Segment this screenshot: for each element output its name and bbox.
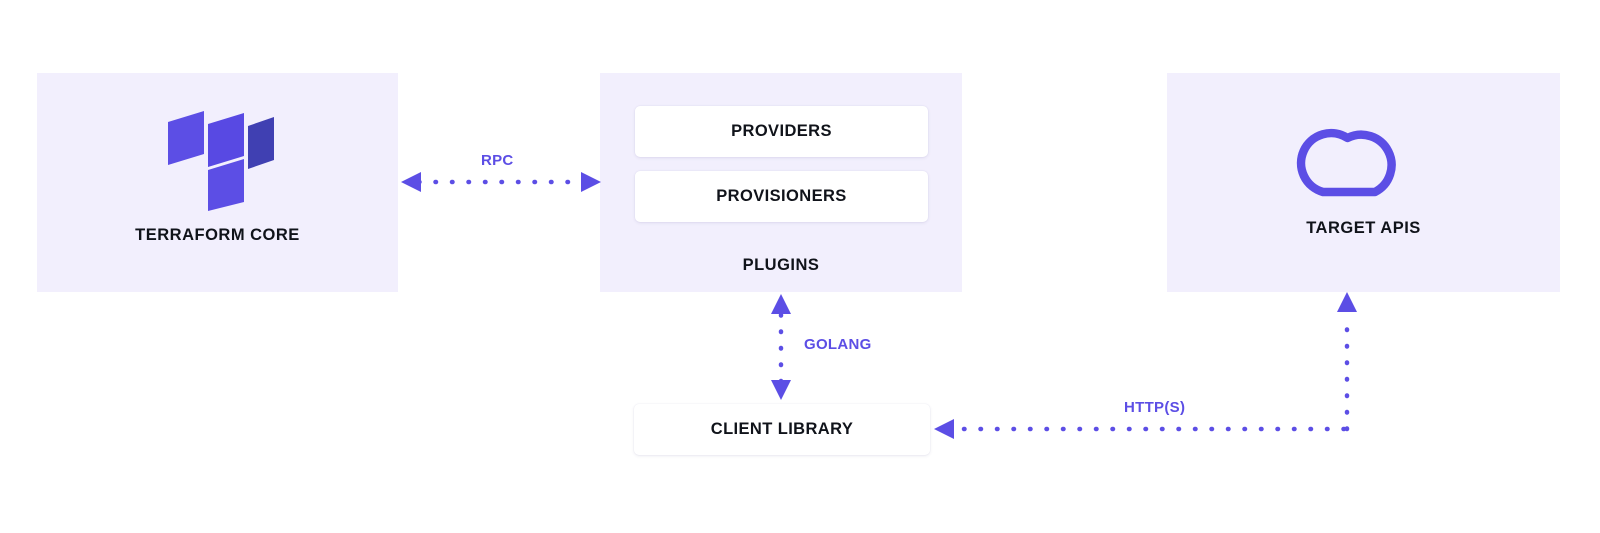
edge-label-golang: GOLANG bbox=[804, 336, 872, 353]
panel-caption-terraform-core: TERRAFORM CORE bbox=[135, 226, 300, 244]
cloud-icon bbox=[1296, 128, 1396, 197]
connector-golang bbox=[771, 294, 791, 400]
card-providers[interactable]: PROVIDERS bbox=[635, 106, 928, 157]
card-provisioners-label: PROVISIONERS bbox=[716, 187, 847, 205]
connector-https bbox=[934, 292, 1357, 439]
card-client-library-label: CLIENT LIBRARY bbox=[710, 420, 854, 438]
edge-label-rpc: RPC bbox=[481, 152, 514, 169]
terraform-logo-icon bbox=[168, 111, 274, 211]
card-client-library[interactable]: CLIENT LIBRARY bbox=[634, 404, 930, 455]
connector-rpc bbox=[401, 172, 601, 192]
edge-label-https: HTTP(S) bbox=[1124, 399, 1186, 416]
panel-caption-target-apis: TARGET APIS bbox=[1306, 219, 1421, 237]
panel-caption-plugins: PLUGINS bbox=[742, 256, 820, 274]
card-providers-label: PROVIDERS bbox=[731, 122, 832, 140]
panel-target-apis bbox=[1167, 73, 1560, 292]
card-provisioners[interactable]: PROVISIONERS bbox=[635, 171, 928, 222]
